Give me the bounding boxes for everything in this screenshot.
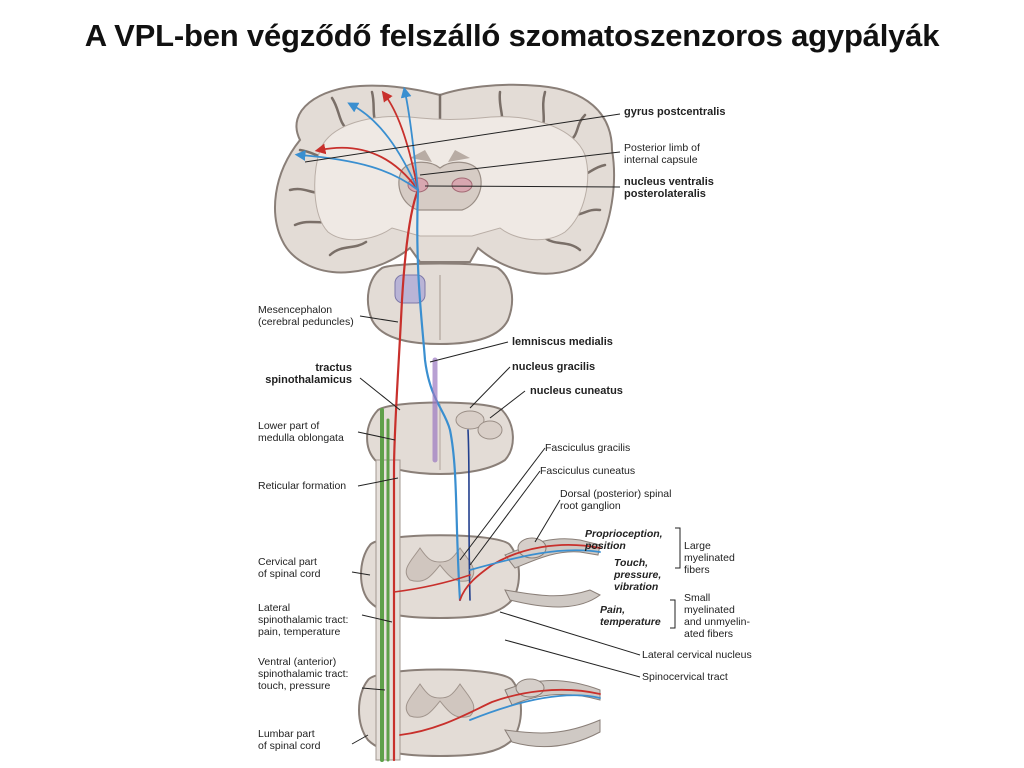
label-mesencephalon: Mesencephalon (cerebral peduncles) bbox=[258, 304, 354, 328]
leader-lines bbox=[304, 113, 681, 745]
label-dorsal-root-ganglion: Dorsal (posterior) spinal root ganglion bbox=[560, 488, 672, 512]
label-lateral-cervical-nucleus: Lateral cervical nucleus bbox=[642, 649, 752, 661]
label-lemniscus-medialis: lemniscus medialis bbox=[512, 336, 613, 348]
label-fasciculus-cuneatus: Fasciculus cuneatus bbox=[540, 465, 636, 477]
slide-title: A VPL-ben végződő felszálló szomatoszenz… bbox=[84, 18, 940, 53]
label-pain: Pain, temperature bbox=[600, 604, 661, 628]
label-touch: Touch, pressure, vibration bbox=[614, 557, 662, 593]
label-gyrus-postcentralis: gyrus postcentralis bbox=[624, 106, 726, 118]
label-proprioception: Proprioception, position bbox=[585, 528, 663, 552]
label-tractus-spinothalamicus: tractus spinothalamicus bbox=[265, 362, 352, 386]
label-nucleus-gracilis: nucleus gracilis bbox=[512, 361, 596, 373]
label-fasciculus-gracilis: Fasciculus gracilis bbox=[545, 442, 631, 454]
tracts bbox=[294, 86, 601, 762]
label-small-myelinated: Small myelinated and unmyelin- ated fibe… bbox=[684, 592, 750, 640]
label-lower-medulla: Lower part of medulla oblongata bbox=[258, 420, 344, 444]
label-lumbar-cord: Lumbar part of spinal cord bbox=[258, 728, 321, 752]
label-nucleus-vpl: nucleus ventralis posterolateralis bbox=[624, 176, 714, 200]
medulla-section bbox=[366, 401, 514, 476]
label-spinocervical-tract: Spinocervical tract bbox=[642, 671, 728, 683]
label-ventral-spinothalamic: Ventral (anterior) spinothalamic tract: … bbox=[258, 656, 349, 692]
mesencephalon-section bbox=[366, 262, 514, 346]
brain-coronal-section bbox=[274, 83, 615, 275]
label-nucleus-cuneatus: nucleus cuneatus bbox=[530, 385, 623, 397]
label-cervical-cord: Cervical part of spinal cord bbox=[258, 556, 321, 580]
label-large-myelinated: Large myelinated fibers bbox=[684, 540, 735, 576]
label-lateral-spinothalamic: Lateral spinothalamic tract: pain, tempe… bbox=[258, 602, 349, 638]
label-posterior-limb: Posterior limb of internal capsule bbox=[624, 142, 700, 166]
label-reticular-formation: Reticular formation bbox=[258, 480, 347, 492]
